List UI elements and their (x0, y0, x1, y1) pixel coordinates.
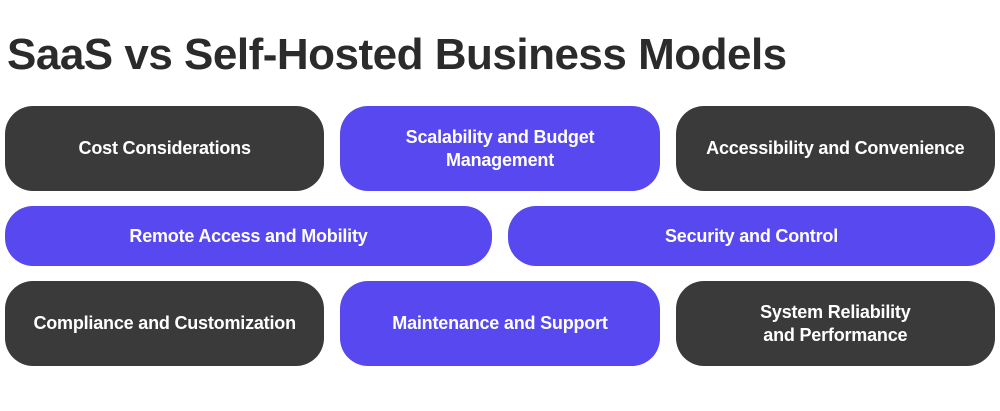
topic-pill-security-and-control: Security and Control (508, 206, 995, 267)
page-title: SaaS vs Self-Hosted Business Models (7, 30, 787, 79)
topic-pill-compliance-and-customization: Compliance and Customization (5, 281, 325, 367)
pill-label: Accessibility and Convenience (706, 138, 965, 159)
pill-label: Cost Considerations (78, 138, 251, 159)
pill-label: Maintenance and Support (392, 313, 608, 334)
topic-pill-system-reliability-and-performance: System Reliability and Performance (675, 281, 995, 367)
topic-pill-maintenance-and-support: Maintenance and Support (340, 281, 660, 367)
topic-pill-remote-access-and-mobility: Remote Access and Mobility (5, 206, 492, 267)
pill-label: System Reliability and Performance (760, 301, 911, 345)
pill-label: Remote Access and Mobility (129, 225, 368, 246)
topic-pill-accessibility-and-convenience: Accessibility and Convenience (675, 106, 995, 192)
pill-label: Security and Control (664, 225, 839, 246)
pill-row-2: Remote Access and Mobility Security and … (5, 206, 995, 267)
pill-label: Compliance and Customization (33, 313, 296, 334)
pill-label: Scalability and Budget Management (405, 126, 595, 170)
topic-pill-scalability-and-budget-management: Scalability and Budget Management (340, 106, 660, 192)
topic-pill-cost-considerations: Cost Considerations (5, 106, 325, 192)
pill-row-1: Cost Considerations Scalability and Budg… (5, 106, 995, 192)
pill-row-3: Compliance and Customization Maintenance… (5, 281, 995, 367)
